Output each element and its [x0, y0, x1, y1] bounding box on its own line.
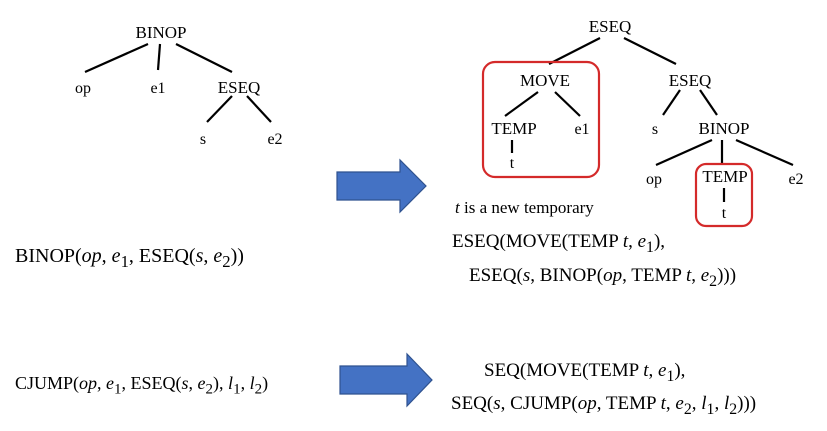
edge-eseq-move [548, 37, 601, 65]
left-tree: BINOP op e1 ESEQ s e2 [75, 23, 283, 148]
edge-eseq-s [662, 89, 681, 116]
cjump-formula: CJUMP(op, e1, ESEQ(s, e2), l1, l2) [15, 373, 269, 398]
left-op-leaf: op [75, 80, 91, 97]
new-temp-note: t is a new temporary [455, 199, 594, 216]
edge-binop-op [655, 138, 713, 167]
right-t2-leaf: t [722, 205, 727, 222]
right-eseq-inner: ESEQ [669, 71, 712, 90]
right-binop-node: BINOP [698, 119, 749, 138]
binop-formula: BINOP(op, e1, ESEQ(s, e2)) [15, 245, 244, 271]
seq-formula-line1: SEQ(MOVE(TEMP t, e1), [484, 360, 686, 385]
right-tree: ESEQ MOVE ESEQ TEMP e1 t s BINOP op TEMP… [481, 17, 804, 228]
edge-eseq-eseq [623, 37, 677, 65]
edge-eseq-s [206, 95, 233, 123]
edge-binop-op [84, 42, 149, 74]
edge-binop-eseq [175, 43, 233, 73]
right-eseq-root: ESEQ [589, 17, 632, 36]
right-temp2-node: TEMP [702, 167, 747, 186]
left-s-leaf: s [200, 131, 206, 148]
seq-formula-line2: SEQ(s, CJUMP(op, TEMP t, e2, l1, l2))) [451, 393, 757, 418]
right-op-leaf: op [646, 171, 662, 188]
right-move-node: MOVE [520, 71, 570, 90]
edge-binop-e1 [156, 43, 162, 71]
edge-eseq-e2 [246, 95, 272, 123]
transform-arrow-1 [336, 158, 427, 214]
edge-move-temp [504, 91, 539, 117]
eseq-formula-line2: ESEQ(s, BINOP(op, TEMP t, e2))) [469, 265, 737, 290]
edge-eseq-binop [699, 89, 718, 116]
edge-binop-e2 [735, 138, 794, 167]
left-binop-node: BINOP [135, 23, 186, 42]
note-var: t [455, 198, 460, 217]
edge-move-e1 [554, 91, 581, 117]
left-eseq-node: ESEQ [218, 78, 261, 97]
transform-arrow-2 [339, 352, 433, 408]
left-e1-leaf: e1 [150, 80, 165, 97]
right-e1-leaf: e1 [574, 121, 589, 138]
left-e2-leaf: e2 [267, 131, 282, 148]
eseq-formula-line1: ESEQ(MOVE(TEMP t, e1), [452, 231, 666, 256]
right-s-leaf: s [652, 121, 658, 138]
right-e2-leaf: e2 [788, 171, 803, 188]
right-temp-node: TEMP [491, 119, 536, 138]
right-t-leaf: t [510, 155, 515, 172]
move-highlight-box [481, 60, 601, 179]
note-text: is a new temporary [459, 198, 594, 217]
temp-highlight-box [694, 162, 754, 228]
